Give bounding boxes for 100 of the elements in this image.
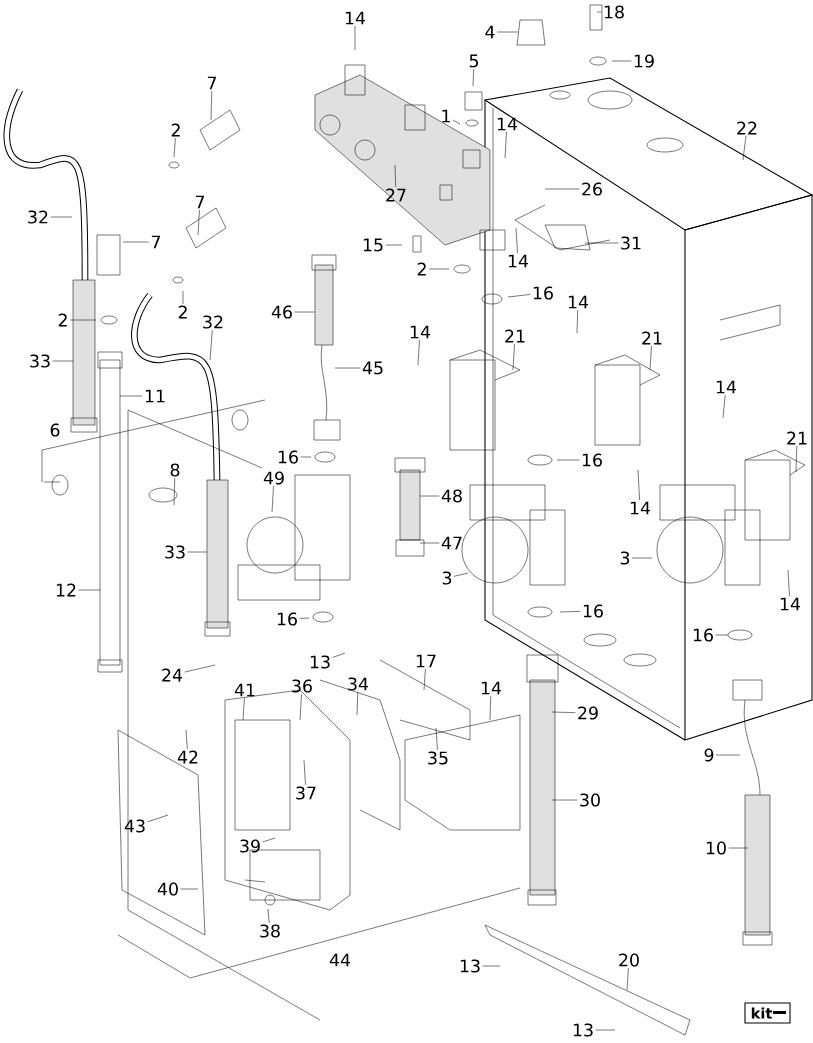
leader-line bbox=[452, 119, 461, 125]
callout-number: 37 bbox=[296, 786, 316, 800]
callout-number: 34 bbox=[348, 677, 369, 691]
leader-line bbox=[180, 888, 199, 890]
leader-line bbox=[78, 589, 101, 591]
callout-number: 32 bbox=[28, 210, 48, 224]
callout-number: 32 bbox=[203, 315, 223, 329]
leader-line bbox=[419, 542, 440, 544]
leader-line bbox=[423, 668, 426, 691]
callout-number: 7 bbox=[195, 195, 205, 209]
leader-line bbox=[596, 11, 602, 13]
callout-number: 21 bbox=[642, 331, 662, 345]
callout-number: 44 bbox=[329, 953, 351, 967]
callout-number: 20 bbox=[619, 953, 639, 967]
leader-line bbox=[210, 90, 213, 121]
leader-line bbox=[515, 227, 518, 254]
leader-line bbox=[182, 290, 184, 305]
callout-number: 10 bbox=[706, 841, 726, 855]
leader-line bbox=[472, 68, 474, 87]
leader-line bbox=[496, 31, 519, 33]
callout-number: 14 bbox=[410, 325, 431, 339]
leader-line bbox=[576, 309, 578, 334]
callout-number: 42 bbox=[177, 750, 198, 764]
leader-line bbox=[482, 965, 501, 967]
callout-number: 5 bbox=[469, 54, 478, 68]
leader-line bbox=[787, 569, 790, 597]
callout-number: 13 bbox=[310, 655, 330, 669]
leader-line bbox=[728, 847, 749, 849]
callout-number: 45 bbox=[362, 361, 383, 375]
callout-number: 14 bbox=[780, 597, 801, 611]
callout-number: 16 bbox=[278, 450, 298, 464]
callout-number: 21 bbox=[505, 329, 525, 343]
callout-number: 35 bbox=[428, 751, 448, 765]
leader-line bbox=[300, 456, 312, 458]
leader-line bbox=[417, 339, 420, 366]
callout-number: 40 bbox=[157, 882, 178, 896]
callout-number: 16 bbox=[693, 628, 713, 642]
callout-number: 9 bbox=[704, 748, 714, 762]
callout-number: 14 bbox=[716, 380, 737, 394]
leader-line bbox=[267, 908, 270, 924]
callout-number: 26 bbox=[582, 182, 602, 196]
leader-line bbox=[649, 345, 652, 371]
leader-line bbox=[52, 360, 74, 362]
leader-line bbox=[299, 693, 302, 721]
leader-line bbox=[385, 244, 403, 246]
callout-number: 14 bbox=[568, 295, 589, 309]
leader-line bbox=[50, 216, 73, 218]
callout-number: 48 bbox=[441, 489, 462, 503]
leader-line bbox=[507, 294, 531, 298]
callout-number: 3 bbox=[442, 571, 452, 585]
leader-line bbox=[185, 729, 188, 750]
leader-line bbox=[453, 572, 469, 577]
leader-line bbox=[428, 268, 450, 270]
leader-line bbox=[637, 469, 640, 501]
leader-line bbox=[242, 697, 245, 721]
leader-line bbox=[611, 60, 632, 62]
callout-number: 8 bbox=[170, 463, 180, 477]
callout-number: 46 bbox=[271, 305, 292, 319]
callout-number: 16 bbox=[582, 453, 602, 467]
callout-number: 7 bbox=[151, 235, 161, 249]
leader-line bbox=[271, 485, 274, 513]
leader-line bbox=[332, 652, 346, 658]
leader-line bbox=[354, 25, 356, 51]
callout-number: 7 bbox=[207, 76, 217, 90]
leader-line bbox=[147, 814, 169, 823]
leader-line bbox=[435, 727, 438, 751]
callout-number: 3 bbox=[620, 551, 630, 565]
leader-line bbox=[722, 394, 726, 419]
leader-line bbox=[122, 241, 150, 243]
leader-line bbox=[303, 759, 306, 786]
leader-line bbox=[197, 209, 200, 236]
leader-line bbox=[626, 967, 629, 991]
callout-number: 18 bbox=[604, 5, 624, 19]
callout-number: 4 bbox=[485, 25, 495, 39]
callout-number: 16 bbox=[277, 612, 297, 626]
leader-line bbox=[356, 691, 358, 716]
callout-number: 17 bbox=[416, 654, 436, 668]
callout-number: 12 bbox=[56, 583, 76, 597]
callout-number: 22 bbox=[737, 121, 757, 135]
callout-number: 14 bbox=[345, 11, 366, 25]
callout-number: 31 bbox=[621, 236, 641, 250]
callout-number: 29 bbox=[578, 706, 598, 720]
kit-badge: kit bbox=[744, 1002, 791, 1024]
leader-line bbox=[544, 188, 580, 190]
leader-line bbox=[334, 367, 361, 369]
leader-line bbox=[504, 131, 507, 159]
leader-line bbox=[551, 711, 576, 713]
leader-line bbox=[512, 343, 515, 371]
callout-number: 33 bbox=[165, 545, 185, 559]
callout-number: 24 bbox=[162, 668, 183, 682]
callout-number: 43 bbox=[124, 819, 145, 833]
callout-number: 39 bbox=[240, 839, 260, 853]
callout-number: 19 bbox=[634, 54, 654, 68]
callout-number: 13 bbox=[460, 959, 480, 973]
callout-number: 14 bbox=[630, 501, 651, 515]
leader-line bbox=[394, 164, 396, 188]
callout-number: 38 bbox=[260, 924, 280, 938]
leader-line bbox=[742, 135, 747, 161]
callout-number: 49 bbox=[263, 471, 284, 485]
callout-number: 13 bbox=[573, 1023, 593, 1037]
